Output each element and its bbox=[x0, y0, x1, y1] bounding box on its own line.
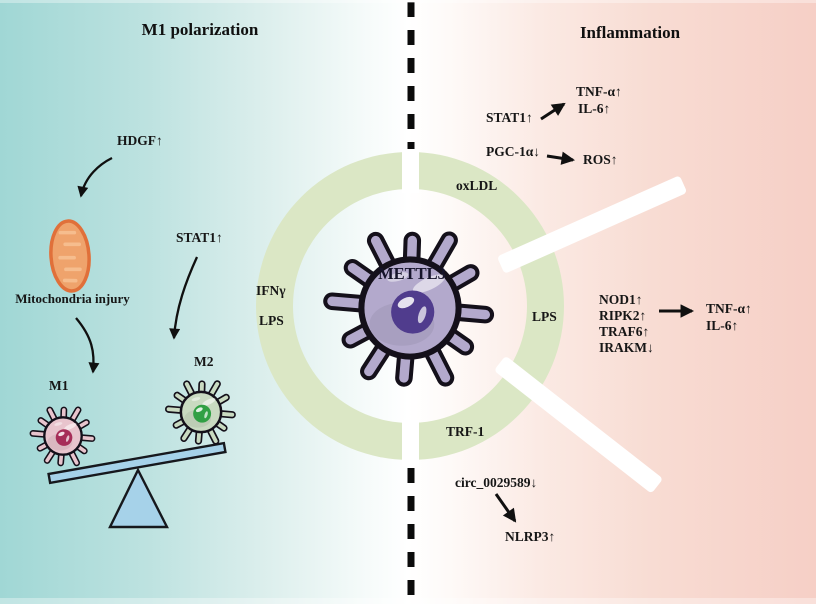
seesaw bbox=[47, 441, 227, 529]
il6-label-1: IL-6↑ bbox=[578, 101, 611, 116]
arrow-pgc1a-to-ros bbox=[546, 151, 576, 165]
ring-label-trf1: TRF-1 bbox=[446, 424, 485, 439]
top-edge-strip bbox=[0, 0, 816, 3]
pgc1a-label: PGC-1α↓ bbox=[486, 144, 541, 159]
ring-label-lps-right: LPS bbox=[532, 309, 557, 324]
ros-label: ROS↑ bbox=[583, 152, 618, 167]
ring-gap-top bbox=[402, 149, 419, 193]
m1-macrophage-cell bbox=[33, 410, 92, 463]
mitochondria-icon bbox=[49, 219, 91, 293]
il6-label-2: IL-6↑ bbox=[706, 318, 739, 333]
arrows bbox=[75, 102, 695, 523]
green-ring bbox=[255, 149, 686, 493]
mettl3-cell-label: METTL3 bbox=[378, 264, 446, 283]
tnf-alpha-label-1: TNF-α↑ bbox=[576, 84, 622, 99]
stat1-left-label: STAT1↑ bbox=[176, 230, 223, 245]
ring-label-lps-left: LPS bbox=[259, 313, 284, 328]
seesaw-fulcrum bbox=[108, 467, 169, 529]
nod1-label: NOD1↑ bbox=[599, 292, 643, 307]
arrow-stat1-to-m2 bbox=[169, 256, 199, 340]
right-panel-title: Inflammation bbox=[579, 23, 681, 42]
mettl3-macrophage-cell bbox=[332, 240, 485, 378]
tnf-alpha-label-2: TNF-α↑ bbox=[706, 301, 752, 316]
ring-label-oxldl: oxLDL bbox=[456, 178, 498, 193]
arrow-mitochondria-to-m1 bbox=[75, 317, 100, 374]
bottom-edge-strip bbox=[0, 598, 816, 604]
irakm-label: IRAKM↓ bbox=[599, 340, 654, 355]
arrow-hdgf-to-mitochondria bbox=[77, 156, 113, 198]
m2-macrophage-cell bbox=[169, 384, 233, 441]
seesaw-plank bbox=[47, 441, 227, 485]
m1-cell-label: M1 bbox=[49, 378, 69, 393]
ring-label-ifn-gamma: IFNγ bbox=[256, 283, 286, 298]
arrow-circ-to-nlrp3 bbox=[494, 493, 517, 523]
left-panel-title: M1 polarization bbox=[141, 20, 259, 39]
stat1-right-label: STAT1↑ bbox=[486, 110, 533, 125]
hdgf-label: HDGF↑ bbox=[117, 133, 163, 148]
traf6-label: TRAF6↑ bbox=[599, 324, 650, 339]
white-band-upper bbox=[498, 176, 686, 273]
nlrp3-label: NLRP3↑ bbox=[505, 529, 556, 544]
arrow-stat1-to-cytokines bbox=[540, 102, 566, 121]
circ-0029589-label: circ_0029589↓ bbox=[455, 475, 538, 490]
m2-cell-label: M2 bbox=[194, 354, 214, 369]
white-band-lower bbox=[495, 357, 662, 493]
mitochondria-caption: Mitochondria injury bbox=[15, 291, 130, 306]
ring-gap-bottom bbox=[402, 420, 419, 466]
ripk2-label: RIPK2↑ bbox=[599, 308, 647, 323]
